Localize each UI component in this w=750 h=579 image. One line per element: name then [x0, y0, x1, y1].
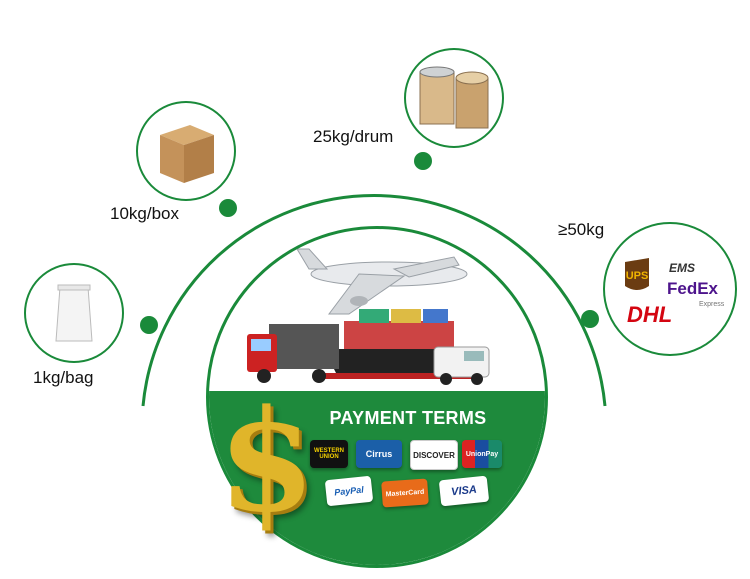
label-drum: 25kg/drum [313, 127, 394, 146]
visa-card: VISA [438, 475, 490, 507]
courier-logos-icon: UPS EMS FedEx Express DHL [625, 258, 725, 327]
drum-circle [404, 48, 504, 148]
payment-panel [209, 391, 545, 565]
node-drum [414, 152, 432, 170]
node-courier [581, 310, 599, 328]
express-label: Express [699, 301, 725, 308]
dhl-logo: DHL [627, 302, 672, 327]
label-bag: 1kg/bag [33, 368, 94, 387]
bag-circle [24, 263, 124, 363]
truck-icon [247, 324, 339, 383]
node-box [219, 199, 237, 217]
label-box: 10kg/box [110, 204, 179, 223]
van-icon [433, 346, 490, 385]
ups-logo: UPS [626, 270, 649, 282]
paypal-card: PayPal [324, 475, 374, 507]
discover-card: DISCOVER [410, 440, 458, 470]
western-union-card: WESTERN UNION [310, 440, 348, 468]
transport-illustration [247, 248, 490, 385]
box-icon [160, 125, 214, 183]
fedex-logo: FedEx [667, 279, 719, 298]
bag-icon [55, 284, 93, 342]
cirrus-card: Cirrus [356, 440, 402, 468]
label-courier: ≥50kg [558, 220, 605, 239]
mastercard-card: MasterCard [381, 478, 429, 508]
shipping-payment-circle [206, 226, 548, 568]
drum-icon [419, 66, 489, 129]
ems-logo: EMS [669, 261, 695, 275]
node-bag [140, 316, 158, 334]
unionpay-card: UnionPay [462, 440, 502, 468]
dollar-sign-icon: $ [218, 380, 316, 544]
courier-circle: UPS EMS FedEx Express DHL [603, 222, 737, 356]
box-circle [136, 101, 236, 201]
payment-terms-title: PAYMENT TERMS [329, 408, 487, 428]
airplane-icon [296, 248, 468, 315]
